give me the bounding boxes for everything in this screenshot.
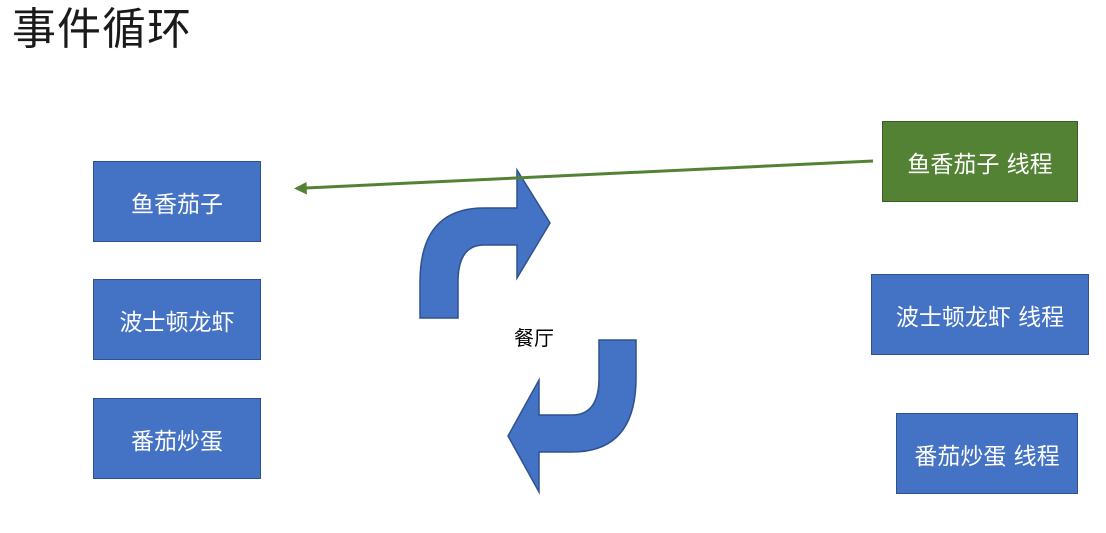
page-title: 事件循环 [12,4,192,55]
cycle-arrow-lower [507,339,637,495]
thread-box-fish-eggplant: 鱼香茄子 线程 [882,121,1078,202]
thread-label: 波士顿龙虾 线程 [895,304,1065,331]
thread-label: 鱼香茄子 线程 [907,151,1053,178]
dish-label: 番茄炒蛋 [131,428,223,455]
cycle-arrow-upper [419,167,551,319]
dish-box-fish-eggplant: 鱼香茄子 [93,161,261,242]
dish-label: 波士顿龙虾 [119,309,235,336]
thread-to-dish-connector [305,159,874,190]
dish-box-lobster: 波士顿龙虾 [93,279,261,360]
dish-label: 鱼香茄子 [131,191,223,218]
thread-box-lobster: 波士顿龙虾 线程 [871,274,1089,355]
restaurant-label: 餐厅 [514,326,554,350]
connector-arrowhead [294,182,307,195]
thread-label: 番茄炒蛋 线程 [914,443,1060,470]
dish-box-tomato-egg: 番茄炒蛋 [93,398,261,479]
thread-box-tomato-egg: 番茄炒蛋 线程 [896,413,1078,494]
